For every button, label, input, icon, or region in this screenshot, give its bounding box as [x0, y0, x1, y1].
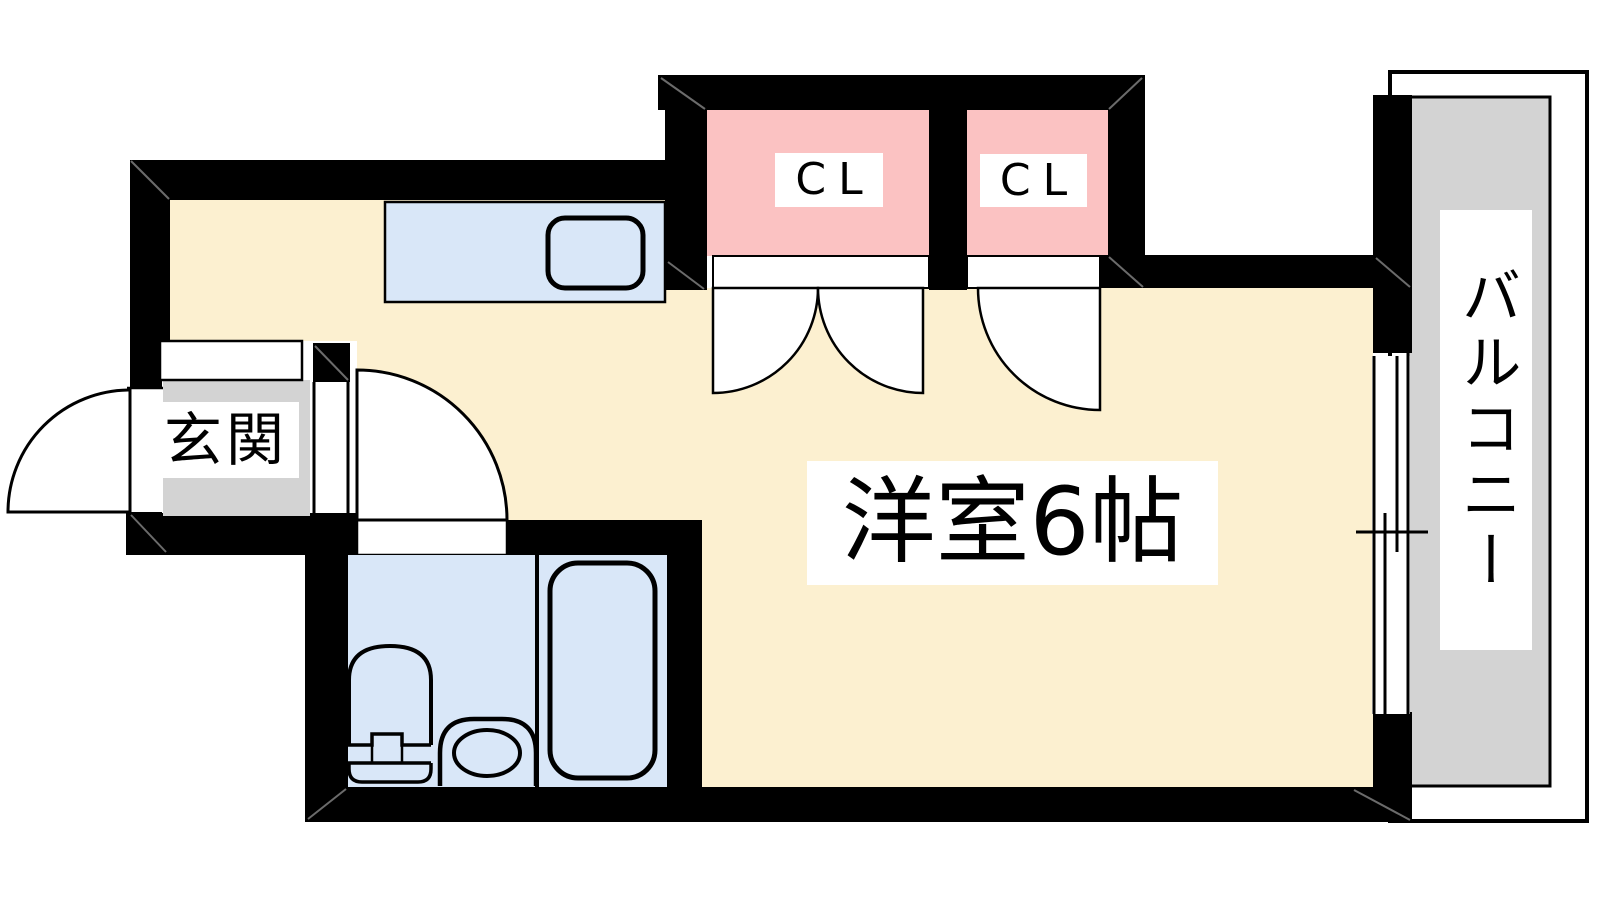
miter-genkan-bottom — [130, 514, 167, 553]
closet-1-door-right — [816, 286, 925, 395]
wall-right-column-lower — [1373, 712, 1412, 822]
miter-genkan-post — [314, 345, 349, 381]
miter-window-column — [1375, 257, 1411, 288]
wall-left-upper — [130, 160, 170, 345]
shoe-cabinet — [158, 339, 304, 382]
sliding-window — [1356, 356, 1428, 714]
washbasin — [345, 643, 433, 784]
wall-top-right — [1100, 255, 1412, 288]
wall-right-column-upper — [1373, 95, 1412, 353]
closet-2-label: CL — [980, 154, 1087, 207]
miter-closet-top-left — [660, 77, 706, 110]
miter-bottom-left — [307, 788, 347, 820]
wall-top-left — [130, 160, 665, 200]
toilet-seat — [452, 728, 522, 778]
doors — [6, 286, 1102, 522]
closet-2-door — [976, 286, 1102, 412]
wall-closet-divider — [929, 108, 967, 290]
wall-miters — [130, 77, 1411, 821]
kitchen-sink — [545, 215, 646, 291]
miter-bottom-right — [1353, 789, 1411, 821]
toilet-body — [437, 716, 539, 786]
washbasin-bowl — [347, 643, 433, 745]
balcony-label: バルコニー — [1440, 210, 1532, 650]
bathtub — [547, 560, 658, 781]
closet-1-label: CL — [775, 153, 883, 207]
bathroom-door-frame — [355, 518, 509, 557]
washbasin-counter-edge — [345, 732, 431, 747]
genkan-label: 玄関 — [153, 402, 299, 478]
washbasin-base — [347, 763, 433, 784]
wall-closet-top — [658, 75, 1145, 110]
toilet — [437, 716, 539, 786]
bathroom-door — [355, 368, 509, 522]
wall-bath-right — [667, 555, 702, 790]
closet-1-door-left — [711, 286, 820, 395]
miter-wall-right-band — [1108, 256, 1144, 288]
entrance-door — [6, 388, 132, 514]
wall-bottom — [305, 787, 1412, 822]
bathroom — [345, 555, 667, 787]
outside-mask — [90, 555, 305, 835]
kitchen-counter — [383, 200, 667, 304]
window-band — [1372, 356, 1410, 714]
main-room-label: 洋室6帖 — [807, 461, 1218, 585]
closet-1-door-frame — [712, 255, 930, 289]
miter-closet-bottom-left — [667, 261, 705, 290]
miter-top-left — [130, 160, 170, 200]
wall-bath-left — [305, 520, 348, 822]
wall-closet-left — [665, 108, 707, 290]
closet-2-door-frame — [966, 255, 1101, 289]
miter-closet-top-right — [1108, 77, 1143, 110]
